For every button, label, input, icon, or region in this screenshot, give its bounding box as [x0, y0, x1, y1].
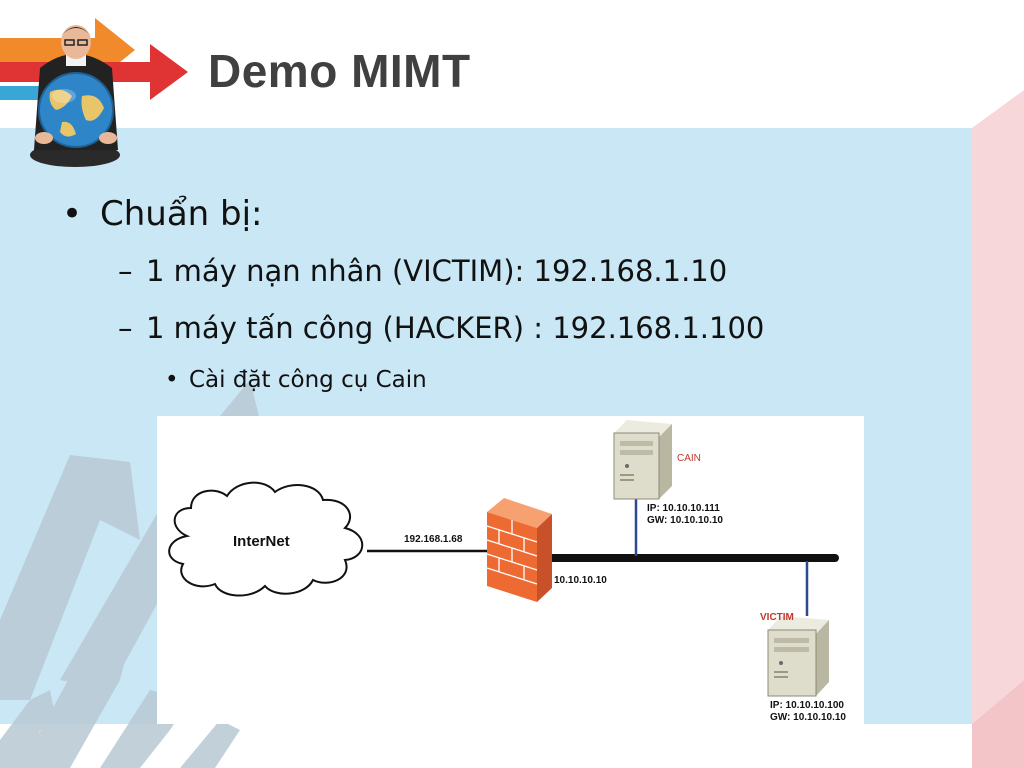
slide-title: Demo MIMT — [208, 45, 471, 97]
server-icon — [767, 616, 829, 697]
dash-mark: – — [118, 311, 133, 345]
victim-ip: IP: 10.10.10.100 — [770, 700, 844, 711]
cain-gw: GW: 10.10.10.10 — [647, 515, 723, 526]
bullet-victim-text: 1 máy nạn nhân (VICTIM): 192.168.1.10 — [146, 254, 728, 288]
firewall-icon — [486, 498, 552, 602]
victim-name: VICTIM — [760, 612, 794, 623]
server-icon — [613, 420, 672, 500]
firewall-lan-ip: 10.10.10.10 — [554, 575, 607, 586]
cain-ip: IP: 10.10.10.111 — [647, 503, 720, 514]
victim-gw: GW: 10.10.10.10 — [770, 712, 846, 723]
network-diagram: InterNet 192.168.1.68 10.10.10.10 CAIN I… — [157, 416, 864, 724]
bullet-cain-text: Cài đặt công cụ Cain — [189, 367, 427, 393]
bullet-level1-text: Chuẩn bị: — [100, 194, 263, 234]
cloud-label: InterNet — [233, 533, 290, 550]
bullet-level3-cain: • Cài đặt công cụ Cain — [165, 367, 427, 393]
cain-name: CAIN — [677, 453, 701, 464]
bullet-level2-hacker: –1 máy tấn công (HACKER) : 192.168.1.100 — [118, 311, 764, 345]
bullet-level1: • Chuẩn bị: — [62, 194, 263, 234]
bullet-mark: • — [62, 194, 83, 234]
firewall-wan-ip: 192.168.1.68 — [404, 534, 463, 545]
cloud-icon — [168, 481, 364, 597]
bullet-hacker-text: 1 máy tấn công (HACKER) : 192.168.1.100 — [146, 311, 765, 345]
bullet-level2-victim: –1 máy nạn nhân (VICTIM): 192.168.1.10 — [118, 254, 727, 288]
logo-businessman-globe — [0, 18, 188, 167]
bullet-mark: • — [165, 367, 179, 393]
dash-mark: – — [118, 254, 133, 288]
network-diagram-drawing — [168, 420, 839, 697]
